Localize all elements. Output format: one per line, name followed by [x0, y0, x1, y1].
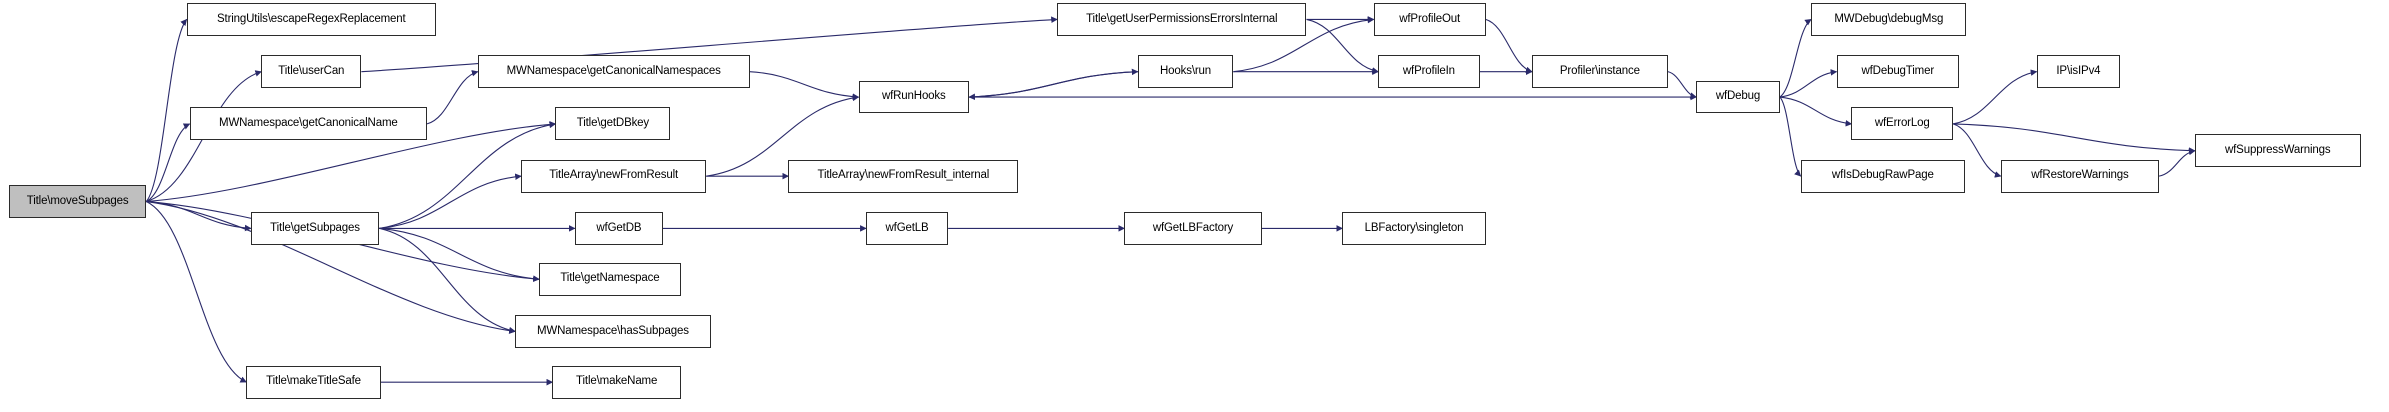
graph-edge-wfErrorLog-to-wfSuppressWarnings: [1952, 123, 2196, 154]
graph-node-label: MWNamespace\hasSubpages: [536, 324, 689, 337]
graph-node-label: Title\userCan: [278, 64, 345, 77]
graph-node-wfProfileOut[interactable]: wfProfileOut: [1373, 2, 1486, 36]
graph-node-label: wfProfileOut: [1399, 12, 1461, 25]
graph-edge-moveSubpages-to-makeTitleSafe: [146, 201, 247, 383]
graph-node-label: wfGetLB: [885, 221, 929, 234]
graph-node-label: wfErrorLog: [1874, 117, 1930, 130]
graph-edge-moveSubpages-to-escapeRegexReplacement: [145, 18, 188, 202]
graph-node-wfGetLB[interactable]: wfGetLB: [866, 211, 949, 245]
graph-edge-wfRunHooks-to-HooksRun: [969, 68, 1139, 98]
graph-edge-getUserPermissionsErrorsInternal-to-wfProfileIn: [1306, 18, 1379, 74]
graph-node-label: wfDebugTimer: [1861, 64, 1935, 77]
graph-node-getNamespace[interactable]: Title\getNamespace: [539, 262, 681, 296]
graph-edge-moveSubpages-to-getSubpages: [146, 200, 252, 232]
graph-edge-getSubpages-to-hasSubpages: [379, 227, 516, 334]
graph-node-hasSubpages[interactable]: MWNamespace\hasSubpages: [515, 314, 711, 348]
graph-node-wfDebug[interactable]: wfDebug: [1696, 80, 1780, 114]
graph-node-label: MWDebug\debugMsg: [1834, 12, 1944, 25]
graph-node-label: Title\makeName: [576, 375, 658, 388]
graph-node-label: wfSuppressWarnings: [2224, 144, 2331, 156]
graph-node-getDBkey[interactable]: Title\getDBkey: [555, 107, 671, 141]
graph-node-label: StringUtils\escapeRegexReplacement: [217, 12, 406, 25]
graph-edge-wfErrorLog-to-IPisIPv4: [1952, 69, 2038, 125]
graph-edge-wfDebug-to-wfErrorLog: [1779, 96, 1853, 127]
graph-edge-getSubpages-to-newFromResult: [379, 173, 522, 229]
graph-node-wfGetDB[interactable]: wfGetDB: [574, 211, 663, 245]
graph-edge-wfDebug-to-wfDebugTimer: [1779, 69, 1838, 98]
graph-node-escapeRegexReplacement[interactable]: StringUtils\escapeRegexReplacement: [186, 2, 436, 36]
graph-node-getSubpages[interactable]: Title\getSubpages: [250, 211, 380, 245]
graph-node-label: wfGetDB: [596, 221, 642, 234]
graph-node-getUserPermissionsErrorsInternal[interactable]: Title\getUserPermissionsErrorsInternal: [1057, 2, 1307, 36]
graph-edge-ProfilerInstance-to-wfDebug: [1667, 71, 1697, 99]
graph-node-label: LBFactory\singleton: [1364, 221, 1464, 234]
graph-edge-wfDebug-to-MWDebugdebugMsg: [1779, 18, 1812, 98]
graph-node-label: wfRestoreWarnings: [2031, 169, 2129, 182]
graph-node-IPisIPv4[interactable]: IP\isIPv4: [2036, 55, 2121, 89]
graph-node-label: IP\isIPv4: [2056, 64, 2101, 77]
graph-node-wfRunHooks[interactable]: wfRunHooks: [858, 80, 970, 114]
graph-node-userCan[interactable]: Title\userCan: [261, 55, 362, 89]
graph-edge-moveSubpages-to-getCanonicalName: [146, 123, 191, 203]
graph-node-label: wfGetLBFactory: [1152, 221, 1234, 234]
graph-edge-wfRestoreWarnings-to-wfSuppressWarnings: [2158, 148, 2196, 177]
graph-node-getCanonicalName[interactable]: MWNamespace\getCanonicalName: [189, 107, 428, 141]
graph-edge-getCanonicalNamespaces-to-wfRunHooks: [749, 71, 860, 100]
graph-node-label: wfDebug: [1715, 90, 1761, 103]
graph-node-label: wfIsDebugRawPage: [1831, 169, 1934, 182]
graph-node-wfRestoreWarnings[interactable]: wfRestoreWarnings: [2000, 159, 2160, 193]
graph-node-MWDebugdebugMsg[interactable]: MWDebug\debugMsg: [1811, 2, 1967, 36]
graph-node-label: MWNamespace\getCanonicalName: [219, 117, 398, 130]
graph-node-wfGetLBFactory[interactable]: wfGetLBFactory: [1124, 211, 1262, 245]
graph-node-wfIsDebugRawPage[interactable]: wfIsDebugRawPage: [1800, 159, 1965, 193]
graph-edge-getCanonicalName-to-getCanonicalNamespaces: [426, 70, 479, 125]
graph-node-wfProfileIn[interactable]: wfProfileIn: [1378, 55, 1480, 89]
graph-node-label: Title\moveSubpages: [26, 194, 129, 207]
graph-node-wfSuppressWarnings[interactable]: wfSuppressWarnings: [2194, 134, 2361, 168]
graph-node-label: Title\getNamespace: [560, 272, 660, 285]
graph-edge-wfDebug-to-wfIsDebugRawPage: [1779, 96, 1802, 177]
graph-node-label: Title\getDBkey: [576, 117, 650, 130]
graph-node-ProfilerInstance[interactable]: Profiler\instance: [1531, 55, 1668, 89]
graph-node-moveSubpages[interactable]: Title\moveSubpages: [8, 185, 147, 218]
graph-node-makeName[interactable]: Title\makeName: [552, 365, 681, 399]
graph-node-label: TitleArray\newFromResult_internal: [817, 169, 990, 182]
graph-node-getCanonicalNamespaces[interactable]: MWNamespace\getCanonicalNamespaces: [477, 55, 750, 89]
graph-node-HooksRun[interactable]: Hooks\run: [1137, 55, 1234, 89]
graph-edge-wfProfileOut-to-ProfilerInstance: [1485, 18, 1533, 74]
graph-node-label: Title\getUserPermissionsErrorsInternal: [1086, 12, 1278, 25]
graph-edge-getSubpages-to-getNamespace: [379, 227, 540, 282]
graph-node-label: MWNamespace\getCanonicalNamespaces: [506, 64, 721, 77]
graph-node-newFromResult[interactable]: TitleArray\newFromResult: [521, 159, 707, 193]
graph-node-label: Profiler\instance: [1559, 64, 1640, 77]
graph-node-wfDebugTimer[interactable]: wfDebugTimer: [1836, 55, 1959, 89]
graph-node-label: Title\getSubpages: [270, 221, 360, 234]
graph-node-label: wfRunHooks: [881, 90, 946, 103]
graph-edge-HooksRun-to-wfRunHooks: [968, 71, 1138, 101]
graph-node-label: wfProfileIn: [1402, 64, 1455, 77]
graph-node-label: Hooks\run: [1159, 64, 1212, 77]
graph-node-makeTitleSafe[interactable]: Title\makeTitleSafe: [246, 365, 381, 399]
graph-node-label: TitleArray\newFromResult: [549, 169, 679, 182]
graph-node-label: Title\makeTitleSafe: [266, 375, 361, 388]
graph-node-newFromResult_internal[interactable]: TitleArray\newFromResult_internal: [788, 159, 1019, 193]
graph-node-wfErrorLog[interactable]: wfErrorLog: [1851, 107, 1953, 141]
graph-node-LBFactory_singleton[interactable]: LBFactory\singleton: [1342, 211, 1486, 245]
